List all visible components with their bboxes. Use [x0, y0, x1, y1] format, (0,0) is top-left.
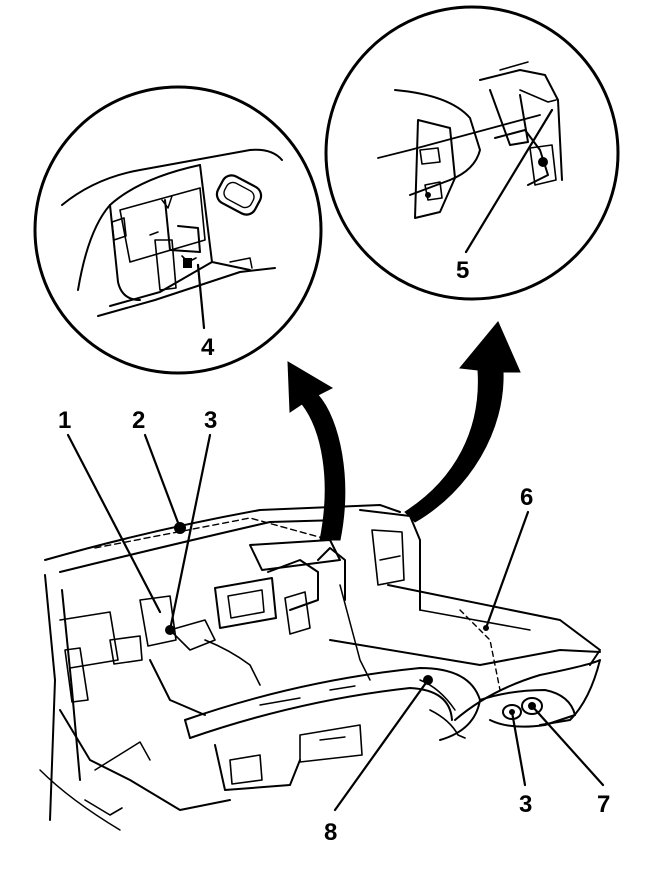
callout-4: 4	[201, 334, 215, 361]
callout-6-leader	[484, 510, 530, 630]
detail-circle-left	[33, 85, 323, 375]
callout-labels: 1 2 3 4 5 6 3 7 8	[58, 257, 610, 846]
callout-6: 6	[520, 484, 533, 511]
callout-7: 7	[597, 791, 610, 818]
callout-3b-leader	[510, 710, 527, 787]
callout-7-leader	[530, 704, 605, 787]
callout-3: 3	[204, 407, 217, 434]
callout-2-leader	[143, 433, 182, 530]
detail-view-right	[324, 5, 620, 301]
callout-5: 5	[456, 257, 469, 284]
callout-1: 1	[58, 407, 71, 434]
callout-4-leader	[196, 263, 206, 330]
main-leader-lines	[66, 263, 605, 812]
arrow-to-right-detail	[404, 321, 521, 523]
callout-5-leader	[464, 108, 554, 254]
detail-circle-right	[324, 5, 620, 301]
callout-1-leader	[66, 433, 162, 614]
callout-8-leader	[333, 678, 430, 812]
detail-view-left	[33, 85, 323, 375]
fastener-8	[423, 675, 433, 685]
fastener-3	[165, 625, 175, 635]
arrow-to-left-detail	[287, 361, 346, 541]
main-panel-artwork	[39, 504, 601, 831]
callout-3-lower: 3	[519, 791, 532, 818]
fastener-2	[174, 522, 186, 534]
callout-3-leader	[168, 433, 212, 632]
right-detail-artwork	[377, 61, 563, 219]
callout-8: 8	[324, 819, 337, 846]
callout-2: 2	[132, 407, 145, 434]
fastener-6	[483, 625, 489, 631]
left-detail-artwork	[61, 148, 283, 317]
